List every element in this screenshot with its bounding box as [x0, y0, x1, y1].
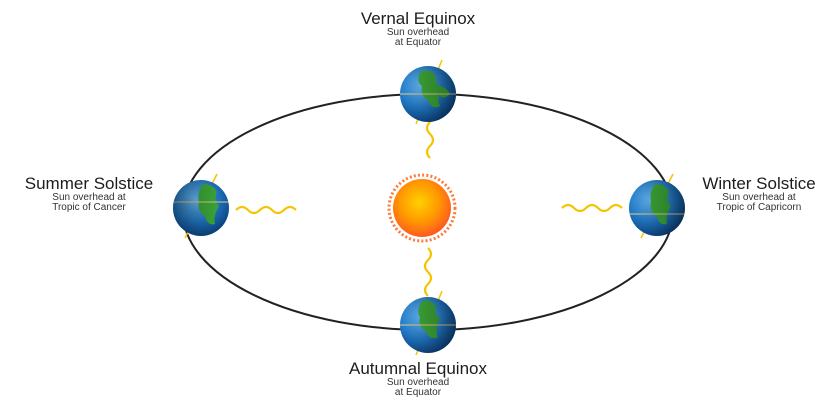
vernal-equinox-title: Vernal Equinox	[360, 9, 476, 28]
autumnal-equinox-line2: at Equator	[394, 387, 442, 399]
autumnal-equinox-title: Autumnal Equinox	[349, 359, 487, 378]
earth-icon	[400, 290, 456, 356]
winter-solstice-line2: Tropic of Capricorn	[716, 202, 802, 214]
summer-solstice-line1: Sun overhead at	[52, 191, 126, 203]
sun-ray-icon	[561, 203, 623, 213]
winter-solstice-label: Winter Solstice Sun overhead at Tropic o…	[680, 175, 836, 214]
autumnal-equinox-label: Autumnal Equinox Sun overhead at Equator	[308, 360, 528, 399]
vernal-equinox-line2: at Equator	[394, 37, 442, 49]
winter-solstice-line1: Sun overhead at	[722, 191, 796, 203]
earth-icon	[629, 173, 685, 239]
vernal-equinox-line1: Sun overhead	[386, 26, 450, 38]
summer-solstice-title: Summer Solstice	[24, 174, 154, 193]
earth-icon	[400, 59, 456, 125]
winter-solstice-title: Winter Solstice	[702, 174, 816, 193]
summer-solstice-line2: Tropic of Cancer	[52, 202, 126, 214]
summer-solstice-label: Summer Solstice Sun overhead at Tropic o…	[0, 175, 178, 214]
sun-ray-icon	[423, 247, 433, 297]
sun-icon	[387, 173, 457, 243]
autumnal-equinox-line1: Sun overhead	[386, 376, 450, 388]
vernal-equinox-label: Vernal Equinox Sun overhead at Equator	[318, 10, 518, 49]
sun-ray-icon	[235, 205, 297, 215]
earth-icon	[173, 173, 229, 239]
